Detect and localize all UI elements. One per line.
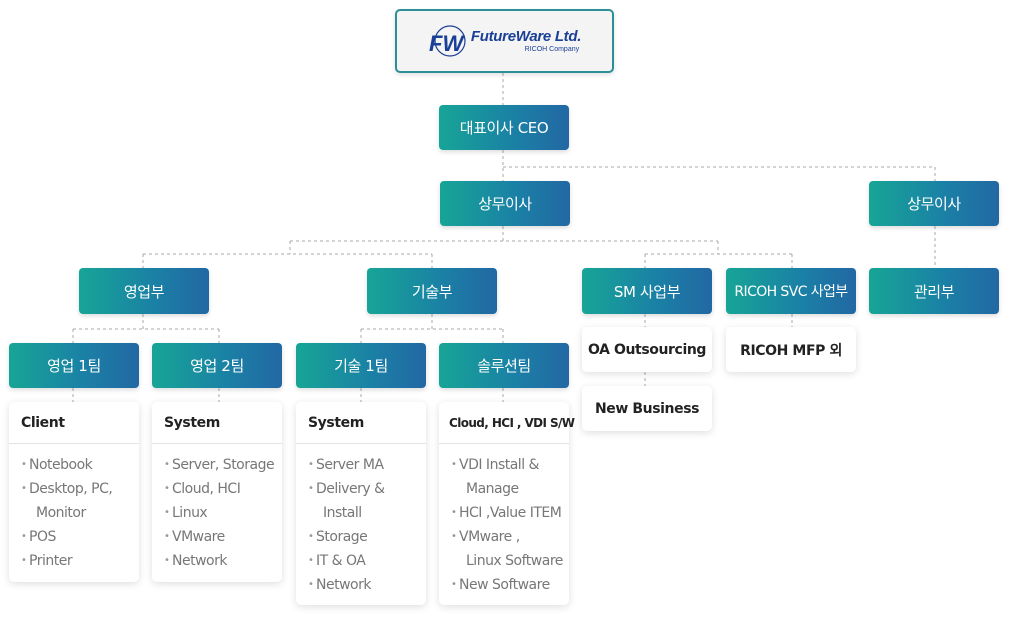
sm-item-oa-outsourcing: OA Outsourcing: [582, 327, 712, 372]
company-logo: FW FutureWare Ltd. RICOH Company: [395, 9, 614, 73]
card-list-item: Desktop, PC,: [21, 477, 139, 501]
card-solution-team: Cloud, HCI , VDI S/W VDI Install & Manage…: [439, 402, 575, 605]
card-list-item: New Software: [451, 573, 569, 597]
logo-company-sub: RICOH Company: [524, 45, 580, 53]
ricoh-svc-item: RICOH MFP 외: [726, 327, 856, 372]
card-list: Server MADelivery & InstallStorageIT & OA…: [296, 444, 426, 597]
card-tech-team-1: System Server MADelivery & InstallStorage…: [296, 402, 426, 605]
card-list-item: Monitor: [36, 505, 86, 521]
node-admin-dept: 관리부: [869, 268, 999, 314]
card-title: System: [152, 402, 282, 444]
card-list: NotebookDesktop, PC, MonitorPOSPrinter: [9, 444, 139, 573]
card-list-item: Printer: [21, 549, 139, 573]
node-tech-team-1: 기술 1팀: [296, 343, 426, 388]
card-list-item: Notebook: [21, 453, 139, 477]
card-list-item: Linux: [164, 501, 282, 525]
card-list-item: VMware ,: [451, 525, 569, 549]
card-list-item: Manage: [466, 481, 519, 497]
node-sm-division: SM 사업부: [582, 268, 712, 314]
node-executive-director-left: 상무이사: [440, 181, 570, 226]
card-sales-team-1: Client NotebookDesktop, PC, MonitorPOSPri…: [9, 402, 139, 582]
card-list-item: Server MA: [308, 453, 426, 477]
card-list-item: Linux Software: [466, 553, 563, 569]
card-list-item: Server, Storage: [164, 453, 282, 477]
node-solution-team: 솔루션팀: [439, 343, 569, 388]
card-list: Server, StorageCloud, HCILinuxVMwareNetw…: [152, 444, 282, 573]
node-sales-dept: 영업부: [79, 268, 209, 314]
card-list-item: Cloud, HCI: [164, 477, 282, 501]
card-list-item: VDI Install &: [451, 453, 569, 477]
sm-item-new-business: New Business: [582, 386, 712, 431]
node-ceo: 대표이사 CEO: [439, 105, 569, 150]
node-sales-team-1: 영업 1팀: [9, 343, 139, 388]
card-list-item: Delivery &: [308, 477, 426, 501]
svg-text:FW: FW: [429, 31, 465, 56]
card-list-item: VMware: [164, 525, 282, 549]
card-list-item: Network: [308, 573, 426, 597]
node-executive-director-right: 상무이사: [869, 181, 999, 226]
card-list-item: POS: [21, 525, 139, 549]
card-list-item: IT & OA: [308, 549, 426, 573]
card-list: VDI Install & ManageHCI ,Value ITEMVMware…: [439, 444, 569, 597]
futureware-logo-icon: FW: [429, 25, 466, 57]
card-sales-team-2: System Server, StorageCloud, HCILinuxVMw…: [152, 402, 282, 582]
card-title: Client: [9, 402, 139, 444]
card-title: Cloud, HCI , VDI S/W: [439, 402, 575, 444]
node-ricoh-svc-division: RICOH SVC 사업부: [726, 268, 856, 314]
card-list-item: HCI ,Value ITEM: [451, 501, 569, 525]
node-tech-dept: 기술부: [367, 268, 497, 314]
card-list-item: Install: [323, 505, 362, 521]
card-title: System: [296, 402, 426, 444]
card-list-item: Storage: [308, 525, 426, 549]
card-list-item: Network: [164, 549, 282, 573]
logo-company-name: FutureWare Ltd.: [470, 27, 582, 45]
node-sales-team-2: 영업 2팀: [152, 343, 282, 388]
